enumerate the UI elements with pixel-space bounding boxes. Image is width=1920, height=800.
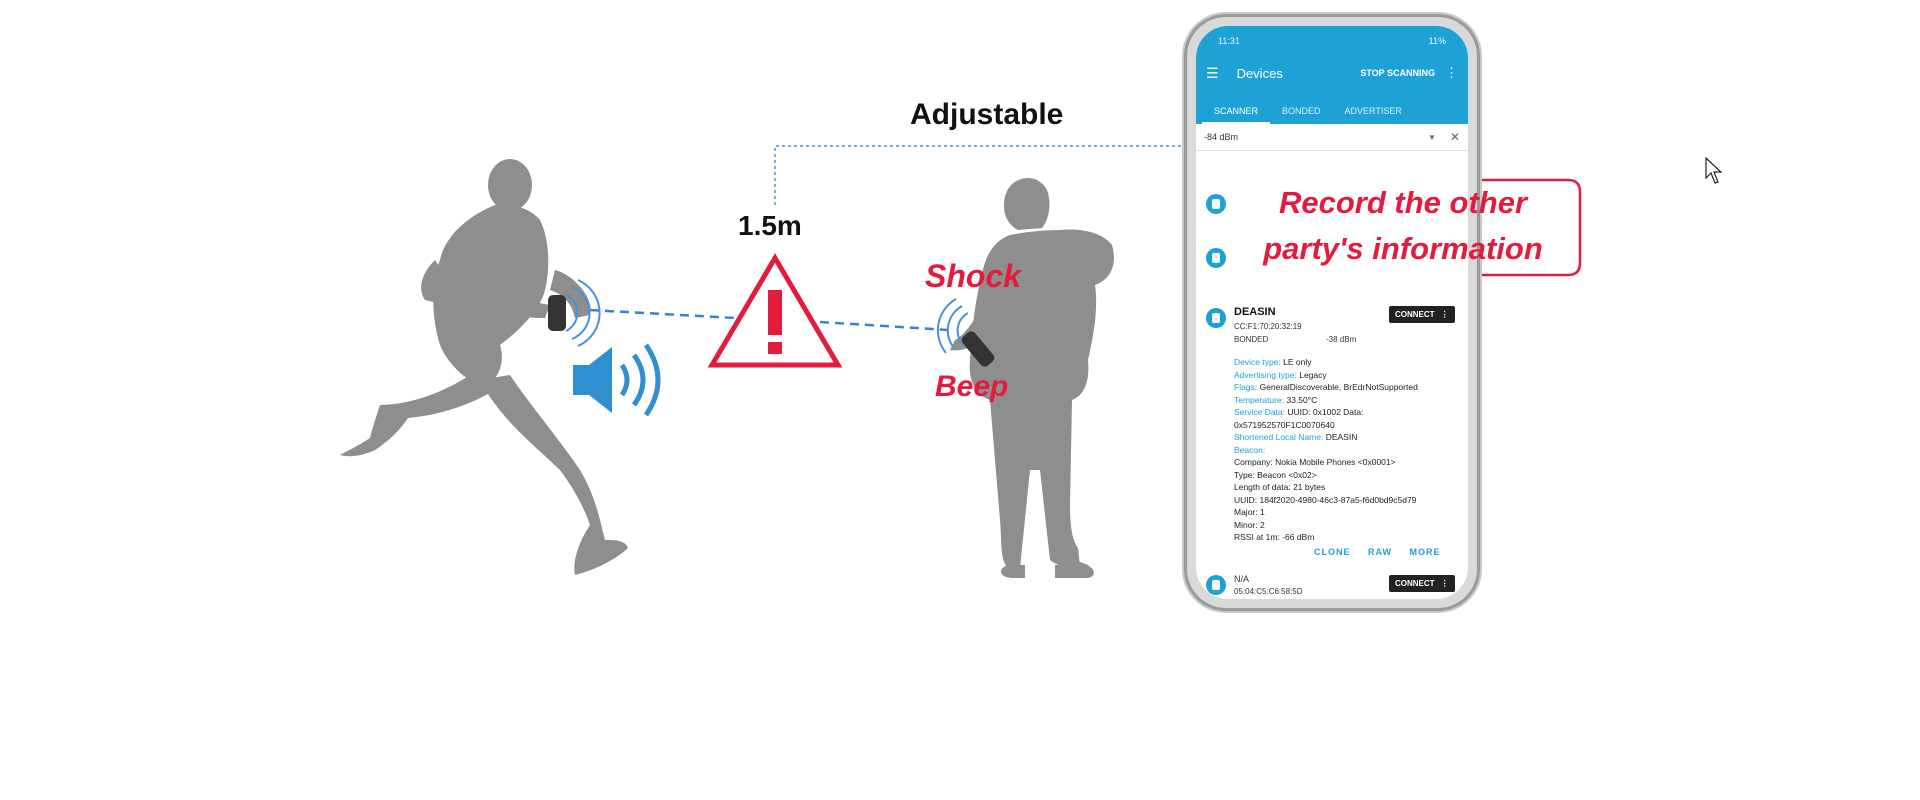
adjustable-bracket-line [774,145,1196,205]
detail-value: Company: Nokia Mobile Phones <0x0001> [1234,457,1396,467]
detail-key: Beacon: [1234,444,1266,455]
raw-button[interactable]: RAW [1368,547,1393,557]
detail-value: Minor: 2 [1234,519,1265,530]
device-rssi: -38 dBm [1326,335,1357,344]
next-connect-button[interactable]: CONNECT ⋮ [1389,575,1455,592]
runner-figure [340,159,628,575]
clone-button[interactable]: CLONE [1314,547,1351,557]
tab-bonded[interactable]: BONDED [1282,106,1321,116]
status-time: 11:31 [1218,36,1240,46]
device-detail-line: RSSI at 1m: -66 dBm [1234,531,1462,544]
device-mac: CC:F1:70:20:32:19 [1234,322,1302,331]
shock-label: Shock [925,258,1022,294]
device-detail-line: UUID: 184f2020-4980-46c3-87a5-f6d0bd9c5d… [1234,494,1462,507]
filter-bar[interactable]: -84 dBm ▼ ✕ [1196,124,1468,151]
device-detail-line: Company: Nokia Mobile Phones <0x0001> [1234,456,1462,469]
detail-value: GeneralDiscoverable, BrEdrNotSupported [1259,382,1418,392]
app-bar: ☰ Devices STOP SCANNING ⋮ [1196,56,1468,90]
standing-person-figure [950,178,1115,578]
device-row-icon [1206,194,1226,214]
detail-value: Major: 1 [1234,507,1265,517]
more-button[interactable]: MORE [1409,547,1441,557]
link-line-left [589,308,736,320]
next-device-icon [1206,575,1226,595]
overflow-menu-icon[interactable]: ⋮ [1445,65,1458,80]
speaker-icon [573,343,661,417]
menu-icon[interactable]: ☰ [1206,64,1219,81]
status-bar: 11:31 11% [1196,26,1468,56]
tab-scanner[interactable]: SCANNER [1202,106,1271,124]
device-detail-line: Length of data: 21 bytes [1234,481,1462,494]
detail-value: LE only [1283,357,1312,367]
phone-screen: 11:31 11% ☰ Devices STOP SCANNING ⋮ SCAN… [1196,26,1468,599]
connect-label: CONNECT [1395,310,1435,319]
device-detail-line: Type: Beacon <0x02> [1234,469,1462,482]
link-line-right [819,320,949,332]
detail-value: DEASIN [1325,432,1358,442]
device-row-icon [1206,248,1226,268]
device-detail-line: Minor: 2 [1234,519,1462,532]
next-connect-label: CONNECT [1395,579,1435,588]
wristband-signal [565,279,601,347]
dropdown-arrow-icon[interactable]: ▼ [1428,132,1436,142]
detail-key: Flags: [1234,382,1258,392]
warning-triangle-icon [707,253,843,368]
detail-value: RSSI at 1m: -66 dBm [1234,532,1315,542]
beep-label: Beep [935,370,1009,403]
device-detail-line: Device type: LE only [1234,356,1462,369]
next-device-mac: 05:04:C5:C6:58:5D [1234,587,1303,596]
device-icon [1206,308,1226,328]
device-detail-line: Advertising type: Legacy [1234,369,1462,382]
close-icon[interactable]: ✕ [1449,130,1460,144]
detail-key: Advertising type: [1234,369,1297,380]
distance-label: 1.5m [738,210,802,241]
device-detail-line: Temperature: 33.50°C [1234,394,1462,407]
filter-value: -84 dBm [1204,132,1239,142]
adjustable-label: Adjustable [910,98,1064,131]
detail-value: UUID: 0x1002 Data: 0x571952570F1C0070640 [1234,407,1364,430]
device-detail-line: Beacon: [1234,444,1462,457]
device-detail-line: Shortened Local Name: DEASIN [1234,431,1462,444]
status-battery: 11% [1428,36,1446,46]
connect-button[interactable]: CONNECT ⋮ [1389,306,1455,323]
device-bond-status: BONDED [1234,335,1269,344]
callout-line-1: Record the other [1278,185,1528,220]
next-device-name: N/A [1234,574,1250,584]
handheld-signal [936,298,969,354]
detail-key: Temperature: [1234,394,1285,405]
device-detail-line: Service Data: UUID: 0x1002 Data: 0x57195… [1234,406,1462,431]
detail-value: Legacy [1299,369,1327,380]
detail-value: 33.50°C [1286,394,1318,405]
device-detail-line: Major: 1 [1234,506,1462,519]
callout-line-2: party's information [1263,231,1543,266]
detail-value: Length of data: 21 bytes [1234,482,1326,492]
detail-key: Device type: [1234,357,1281,367]
tab-bar: SCANNER BONDED ADVERTISER [1196,90,1468,124]
app-title: Devices [1236,65,1283,81]
detail-key: Service Data: [1234,407,1286,417]
phone-mockup: 11:31 11% ☰ Devices STOP SCANNING ⋮ SCAN… [1184,14,1480,611]
detail-value: UUID: 184f2020-4980-46c3-87a5-f6d0bd9c5d… [1234,494,1417,505]
tab-advertiser[interactable]: ADVERTISER [1344,106,1402,116]
device-actions: CLONE RAW MORE [1314,547,1441,557]
mouse-cursor-icon [1705,157,1723,184]
handheld-device [961,331,995,367]
more-vert-icon[interactable]: ⋮ [1440,310,1449,319]
callout-text: Record the other party's information [1228,180,1578,272]
device-detail-line: Flags: GeneralDiscoverable, BrEdrNotSupp… [1234,381,1462,394]
device-name: DEASIN [1234,306,1276,318]
detail-value: Type: Beacon <0x02> [1234,469,1317,480]
wristband-device [548,295,566,331]
more-vert-icon[interactable]: ⋮ [1440,579,1449,588]
detail-key: Shortened Local Name: [1234,432,1324,442]
stop-scanning-button[interactable]: STOP SCANNING [1360,68,1435,78]
